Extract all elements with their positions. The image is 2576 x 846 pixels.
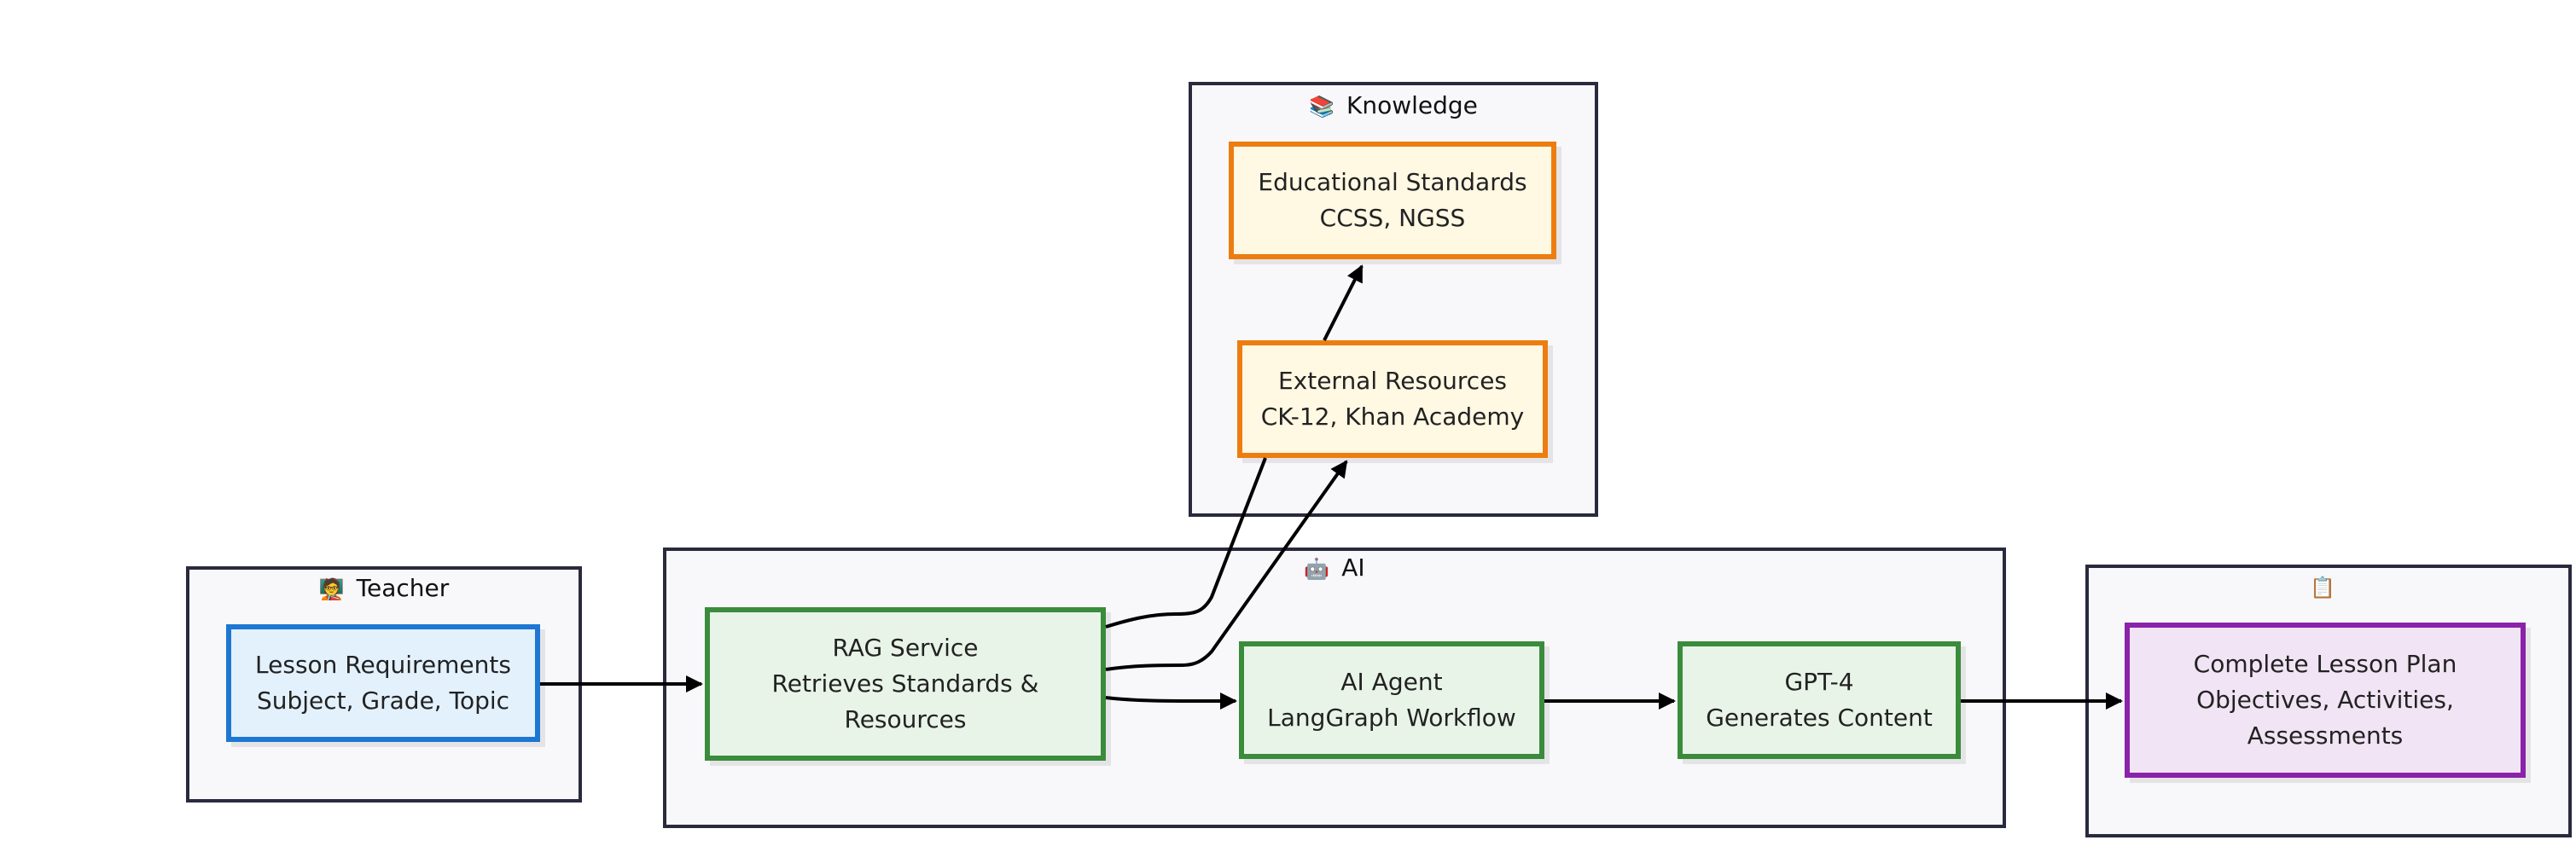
external-resources-node[interactable]: External Resources CK-12, Khan Academy <box>1237 340 1548 458</box>
node-line: Subject, Grade, Topic <box>256 687 510 715</box>
node-line: Generates Content <box>1706 704 1933 732</box>
ai-agent-node[interactable]: AI Agent LangGraph Workflow <box>1239 641 1544 759</box>
ai-group-label: AI <box>1341 553 1365 582</box>
node-line: CK-12, Khan Academy <box>1260 403 1525 431</box>
books-icon: 📚 <box>1309 95 1335 119</box>
edge-rag-to-standards <box>1105 266 1362 629</box>
teacher-icon: 🧑‍🏫 <box>318 577 345 601</box>
node-line: RAG Service <box>832 634 979 662</box>
node-line: Retrieves Standards & <box>771 669 1039 698</box>
knowledge-group-label: Knowledge <box>1346 91 1478 119</box>
ai-group-title: 🤖 AI <box>666 556 2003 580</box>
node-line: Assessments <box>2247 721 2404 750</box>
node-line: Resources <box>844 705 967 733</box>
rag-service-node[interactable]: RAG Service Retrieves Standards & Resour… <box>705 607 1106 761</box>
edge-rag-to-external <box>1105 460 1348 671</box>
node-line: CCSS, NGSS <box>1319 204 1466 232</box>
robot-icon: 🤖 <box>1304 557 1330 581</box>
node-line: Objectives, Activities, <box>2196 686 2454 714</box>
node-line: Educational Standards <box>1258 168 1527 196</box>
teacher-group-label: Teacher <box>356 574 450 602</box>
edge-rag-to-agent <box>1105 692 1237 710</box>
node-line: GPT-4 <box>1784 668 1854 696</box>
teacher-group-title: 🧑‍🏫 Teacher <box>189 577 579 600</box>
node-line: External Resources <box>1277 367 1508 395</box>
node-line: Complete Lesson Plan <box>2193 650 2457 678</box>
gpt4-node[interactable]: GPT-4 Generates Content <box>1678 641 1961 759</box>
lesson-requirements-node[interactable]: Lesson Requirements Subject, Grade, Topi… <box>226 624 540 742</box>
complete-lesson-plan-node[interactable]: Complete Lesson Plan Objectives, Activit… <box>2125 623 2526 778</box>
educational-standards-node[interactable]: Educational Standards CCSS, NGSS <box>1229 142 1556 259</box>
knowledge-group-title: 📚 Knowledge <box>1192 94 1595 118</box>
node-line: AI Agent <box>1340 668 1443 696</box>
node-line: Lesson Requirements <box>255 651 511 679</box>
document-icon: 📋 <box>2310 576 2335 600</box>
output-group-title: 📋 <box>2089 575 2568 599</box>
node-line: LangGraph Workflow <box>1267 704 1516 732</box>
